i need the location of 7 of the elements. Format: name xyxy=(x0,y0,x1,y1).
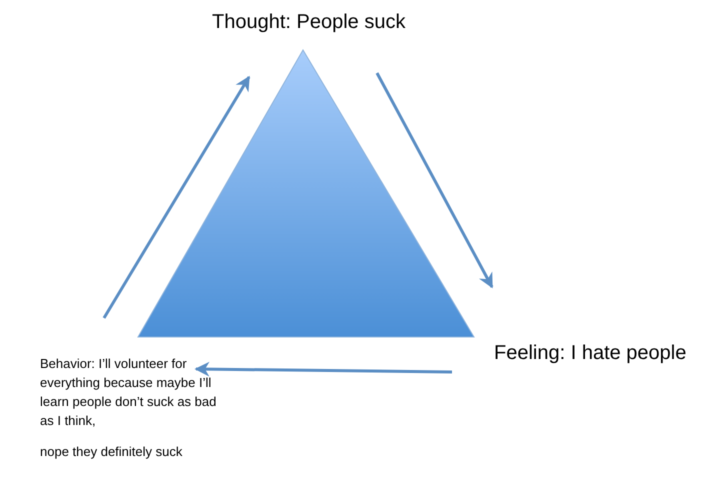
arrow xyxy=(102,76,250,319)
node-label: Feeling: I hate people xyxy=(494,341,688,366)
note-text: nope they definitely suck xyxy=(40,443,184,461)
arrow xyxy=(194,362,452,377)
behavior-text: Behavior: I’ll volunteer for everything because maybe I’ll learn people don’t suck as bad as I think, xyxy=(40,355,218,430)
arrow xyxy=(376,72,494,288)
node-label: Thought: People suck xyxy=(212,10,406,35)
